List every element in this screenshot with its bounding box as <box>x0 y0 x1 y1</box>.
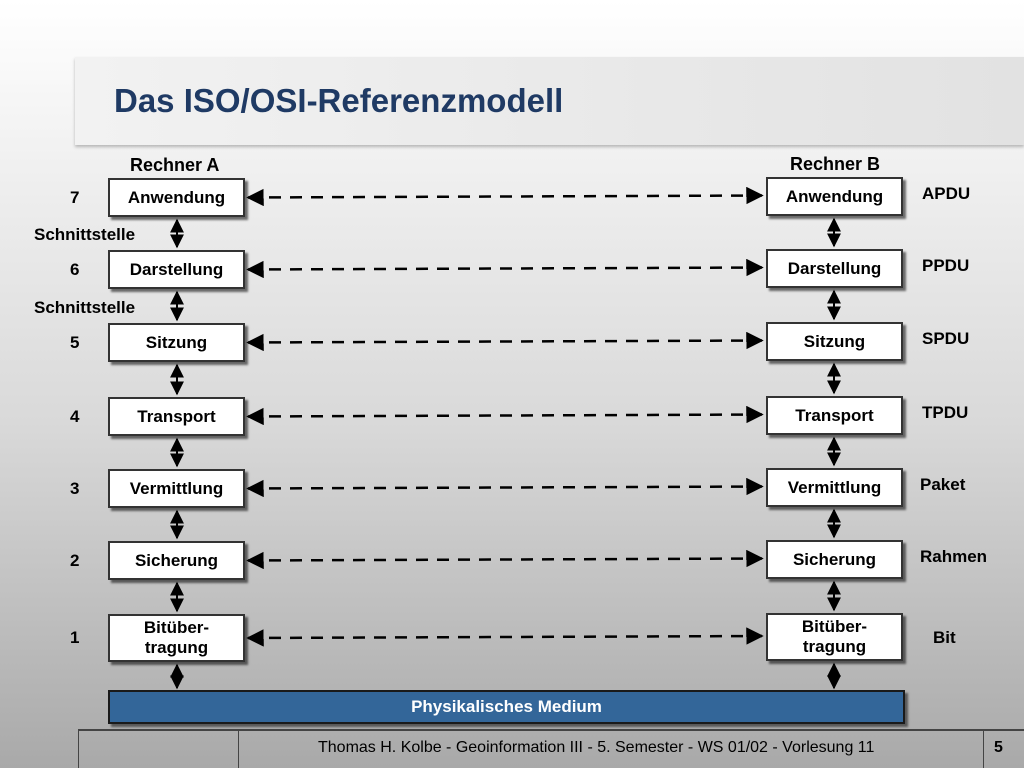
layer-number: 5 <box>70 332 80 352</box>
layer-number: 3 <box>70 478 80 498</box>
layer-number: 7 <box>70 187 80 207</box>
peer-arrow <box>246 405 764 426</box>
layer-box-rechner-b: Anwendung <box>766 177 903 216</box>
layer-box-rechner-a: Sicherung <box>108 541 245 580</box>
footer-bar <box>78 729 1024 768</box>
title-bar <box>75 57 1024 145</box>
layer-box-rechner-b: Transport <box>766 396 903 435</box>
layer-box-rechner-b: Sicherung <box>766 540 903 579</box>
layer-number: 6 <box>70 259 80 279</box>
pdu-label: SPDU <box>922 329 970 348</box>
physical-medium: Physikalisches Medium <box>108 690 905 724</box>
layer-box-rechner-a: Anwendung <box>108 178 245 217</box>
pdu-label: Paket <box>920 475 966 494</box>
layer-box-rechner-a: Sitzung <box>108 323 245 362</box>
layer-box-rechner-a: Vermittlung <box>108 469 245 508</box>
pdu-label: Bit <box>933 628 956 647</box>
pdu-label: APDU <box>922 184 971 203</box>
layer-box-rechner-a: Darstellung <box>108 250 245 289</box>
pdu-label: Rahmen <box>920 547 988 566</box>
layer-number: 1 <box>70 628 80 647</box>
schnittstelle-label-2: Schnittstelle <box>34 298 136 317</box>
layer-box-rechner-b: Sitzung <box>766 322 903 361</box>
footer-text: Thomas H. Kolbe - Geoinformation III - 5… <box>318 739 875 756</box>
layer-box-rechner-a: Bitüber- tragung <box>108 614 245 662</box>
page-number: 5 <box>994 739 1003 756</box>
layer-box-rechner-a: Transport <box>108 397 245 436</box>
peer-arrow <box>246 258 764 279</box>
pdu-label: TPDU <box>922 403 969 422</box>
pdu-label: PPDU <box>922 256 970 275</box>
rechner-b-label: Rechner B <box>790 154 881 174</box>
slide-title: Das ISO/OSI-Referenzmodell <box>114 82 564 119</box>
layer-box-rechner-b: Bitüber- tragung <box>766 613 903 661</box>
layer-number: 4 <box>70 406 80 426</box>
peer-arrow <box>246 549 764 570</box>
peer-arrow <box>246 627 764 647</box>
rechner-a-label: Rechner A <box>130 155 220 175</box>
layer-number: 2 <box>70 550 80 570</box>
peer-arrow <box>246 331 764 352</box>
layer-box-rechner-b: Darstellung <box>766 249 903 288</box>
peer-arrow <box>246 186 764 207</box>
schnittstelle-label-1: Schnittstelle <box>34 225 136 244</box>
layer-box-rechner-b: Vermittlung <box>766 468 903 507</box>
peer-arrow <box>246 477 764 498</box>
